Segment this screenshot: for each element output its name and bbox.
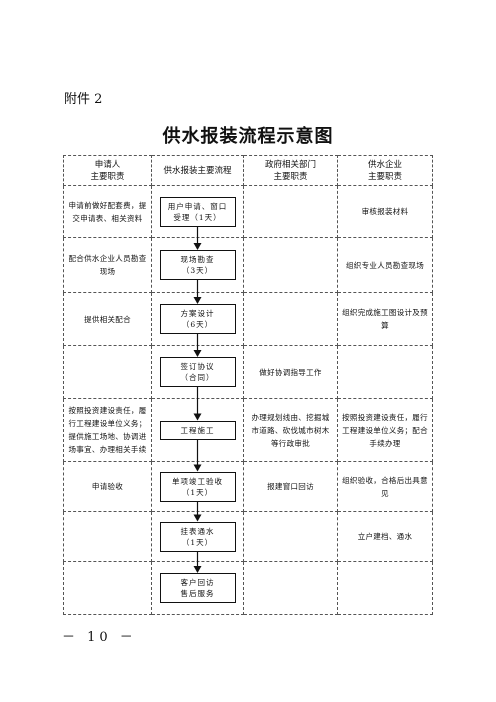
process-cell: 挂表通水（1天） <box>151 511 244 562</box>
process-step-label: 工程施工 <box>180 425 215 435</box>
process-step-label: 客户回访 <box>180 578 215 587</box>
process-step-label: 单项竣工验收 <box>172 476 223 486</box>
government-duty-text: 办理规划线由、挖掘城市道路、砍伐城市树木等行政审批 <box>251 412 330 448</box>
process-step-box: 签订协议 （合同） <box>159 357 236 387</box>
process-cell: 方案设计 （6天） <box>151 292 244 346</box>
applicant-duty-text: 提供相关配合 <box>84 314 131 324</box>
process-step-label: 签订协议 <box>180 362 215 371</box>
process-step-box: 客户回访售后服务 <box>159 573 236 603</box>
water-company-duty <box>337 561 433 615</box>
process-cell: 用户申请、窗口受理（1天） <box>151 185 244 238</box>
annex-label: 附件 2 <box>64 92 103 107</box>
process-cell: 单项竣工验收（1天） <box>151 461 244 512</box>
process-step-label: （3天） <box>181 266 214 275</box>
applicant-duty <box>63 561 152 615</box>
process-cell: 现场勘查 （3天） <box>151 237 244 293</box>
header-row: 申请人 主要职责 供水报装主要流程 政府相关部门 主要职责 供水企业 主要职责 <box>63 155 433 186</box>
process-step-label: 挂表通水 <box>180 526 215 536</box>
water-company-duty: 组织验收，合格后出具意见 <box>337 461 433 512</box>
applicant-duty: 配合供水企业人员勘查现场 <box>63 237 152 293</box>
header-government: 政府相关部门 主要职责 <box>243 155 338 186</box>
applicant-duty-text: 申请前做好配套费，提交申请表、相关资料 <box>68 200 147 223</box>
header-water-company: 供水企业 主要职责 <box>337 155 433 186</box>
applicant-duty <box>63 511 152 562</box>
process-step-box: 单项竣工验收（1天） <box>159 471 236 502</box>
applicant-duty <box>63 345 152 399</box>
water-company-duty <box>337 345 433 399</box>
process-step-label: （6天） <box>181 320 214 329</box>
government-duty <box>243 185 338 238</box>
process-step-label: （1天） <box>181 487 214 497</box>
water-company-duty-text: 立户建档、通水 <box>357 532 413 541</box>
government-duty-text: 报建窗口回访 <box>267 482 314 491</box>
water-company-duty-text: 审核报装材料 <box>361 207 409 216</box>
government-duty: 办理规划线由、挖掘城市道路、砍伐城市树木等行政审批 <box>243 398 338 462</box>
process-cell: 客户回访售后服务 <box>151 561 244 615</box>
process-step-box: 现场勘查 （3天） <box>159 250 236 280</box>
water-company-duty-text: 组织专业人员勘查现场 <box>346 260 424 270</box>
applicant-duty: 按照投资建设责任，履行工程建设单位义务；提供施工场地、协调进场事宜、办理相关手续 <box>63 398 152 462</box>
flow-row: 客户回访售后服务 <box>63 561 433 615</box>
flow-row: 按照投资建设责任，履行工程建设单位义务；提供施工场地、协调进场事宜、办理相关手续… <box>63 398 433 462</box>
process-step-label: （合同） <box>180 373 215 382</box>
water-company-duty: 组织专业人员勘查现场 <box>337 237 433 293</box>
flow-table: 申请人 主要职责 供水报装主要流程 政府相关部门 主要职责 供水企业 主要职责 … <box>63 155 433 615</box>
water-company-duty-text: 组织验收，合格后出具意见 <box>342 475 428 498</box>
government-duty <box>243 237 338 293</box>
flow-row: 提供相关配合 方案设计 （6天） 组织完成施工图设计及预算 <box>63 292 433 346</box>
process-step-box: 挂表通水（1天） <box>159 521 236 552</box>
header-applicant: 申请人 主要职责 <box>63 155 152 186</box>
government-duty <box>243 561 338 615</box>
header-process: 供水报装主要流程 <box>151 155 244 186</box>
process-step-box: 工程施工 <box>159 420 236 440</box>
flow-row: 配合供水企业人员勘查现场 现场勘查 （3天） 组织专业人员勘查现场 <box>63 237 433 293</box>
process-step-box: 方案设计 （6天） <box>159 304 236 334</box>
process-step-label: 受理（1天） <box>173 212 222 222</box>
page-number: － 10 － <box>62 630 137 645</box>
water-company-duty: 组织完成施工图设计及预算 <box>337 292 433 346</box>
page-title: 供水报装流程示意图 <box>162 126 334 147</box>
process-cell: 签订协议 （合同） <box>151 345 244 399</box>
process-step-box: 用户申请、窗口受理（1天） <box>159 196 236 227</box>
applicant-duty-text: 申请验收 <box>91 482 124 491</box>
water-company-duty: 按照投资建设责任，履行工程建设单位义务；配合手续办理 <box>337 398 433 462</box>
government-duty: 报建窗口回访 <box>243 461 338 512</box>
process-step-label: 售后服务 <box>180 589 215 598</box>
government-duty <box>243 511 338 562</box>
government-duty <box>243 292 338 346</box>
water-company-duty-text: 按照投资建设责任，履行工程建设单位义务；配合手续办理 <box>342 412 428 448</box>
flow-row: 挂表通水（1天） 立户建档、通水 <box>63 511 433 562</box>
flow-row: 签订协议 （合同） 做好协调指导工作 <box>63 345 433 399</box>
process-step-label: 方案设计 <box>180 309 215 318</box>
applicant-duty-text: 配合供水企业人员勘查现场 <box>68 254 147 276</box>
water-company-duty: 立户建档、通水 <box>337 511 433 562</box>
government-duty-text: 做好协调指导工作 <box>259 367 322 377</box>
flow-row: 申请验收 单项竣工验收（1天） 报建窗口回访 组织验收，合格后出具意见 <box>63 461 433 512</box>
flow-row: 申请前做好配套费，提交申请表、相关资料用户申请、窗口受理（1天）审核报装材料 <box>63 185 433 238</box>
government-duty: 做好协调指导工作 <box>243 345 338 399</box>
process-step-label: 用户申请、窗口 <box>167 201 228 211</box>
applicant-duty: 申请验收 <box>63 461 152 512</box>
applicant-duty: 提供相关配合 <box>63 292 152 346</box>
water-company-duty-text: 组织完成施工图设计及预算 <box>342 308 428 330</box>
process-step-label: （1天） <box>181 537 214 547</box>
applicant-duty-text: 按照投资建设责任，履行工程建设单位义务；提供施工场地、协调进场事宜、办理相关手续 <box>68 406 147 454</box>
water-company-duty: 审核报装材料 <box>337 185 433 238</box>
process-cell: 工程施工 <box>151 398 244 462</box>
process-step-label: 现场勘查 <box>180 255 215 264</box>
applicant-duty: 申请前做好配套费，提交申请表、相关资料 <box>63 185 152 238</box>
